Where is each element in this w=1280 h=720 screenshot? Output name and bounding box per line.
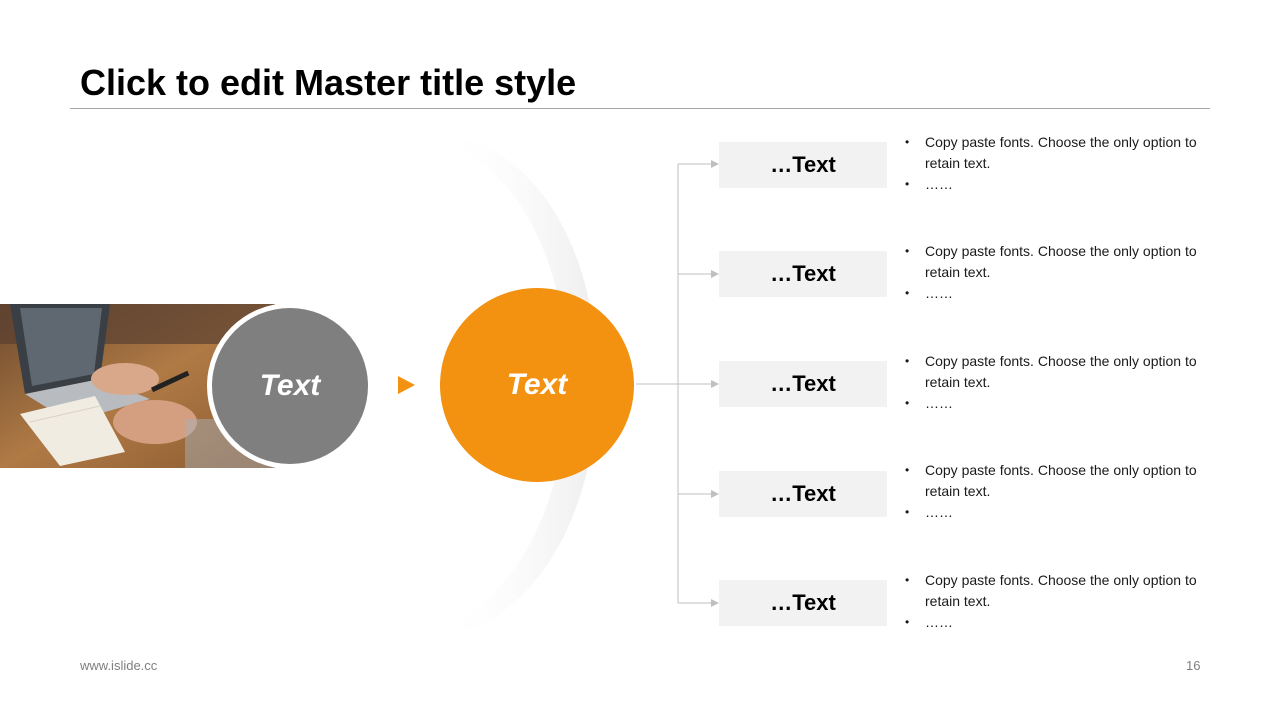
- item-bullet-list: Copy paste fonts. Choose the only option…: [903, 241, 1203, 304]
- bullet-text: ……: [903, 612, 1203, 633]
- bullet-text: Copy paste fonts. Choose the only option…: [903, 351, 1203, 393]
- hub-circle-label: Text: [506, 368, 568, 401]
- source-circle-label: Text: [259, 369, 321, 402]
- slide-title: Click to edit Master title style: [80, 62, 577, 103]
- item-bullet-list: Copy paste fonts. Choose the only option…: [903, 132, 1203, 195]
- bullet-text: ……: [903, 502, 1203, 523]
- page-number: 16: [1186, 658, 1201, 673]
- item-label-box: …Text: [719, 580, 887, 626]
- connector-lines: [636, 163, 712, 604]
- bullet-text: Copy paste fonts. Choose the only option…: [903, 570, 1203, 612]
- item-label-box: …Text: [719, 142, 887, 188]
- bullet-text: ……: [903, 174, 1203, 195]
- bullet-text: Copy paste fonts. Choose the only option…: [903, 132, 1203, 174]
- item-bullet-list: Copy paste fonts. Choose the only option…: [903, 460, 1203, 523]
- source-circle: Text: [207, 303, 373, 469]
- connector-arrowheads: [711, 160, 719, 607]
- play-arrow-icon: [398, 376, 415, 394]
- item-label-box: …Text: [719, 251, 887, 297]
- bullet-text: ……: [903, 283, 1203, 304]
- bullet-text: Copy paste fonts. Choose the only option…: [903, 241, 1203, 283]
- footer-website: www.islide.cc: [80, 658, 158, 673]
- item-label-box: …Text: [719, 471, 887, 517]
- item-label-box: …Text: [719, 361, 887, 407]
- title-divider: [70, 108, 1210, 109]
- bullet-text: ……: [903, 393, 1203, 414]
- item-bullet-list: Copy paste fonts. Choose the only option…: [903, 351, 1203, 414]
- item-bullet-list: Copy paste fonts. Choose the only option…: [903, 570, 1203, 633]
- bullet-text: Copy paste fonts. Choose the only option…: [903, 460, 1203, 502]
- hub-circle: Text: [440, 288, 634, 482]
